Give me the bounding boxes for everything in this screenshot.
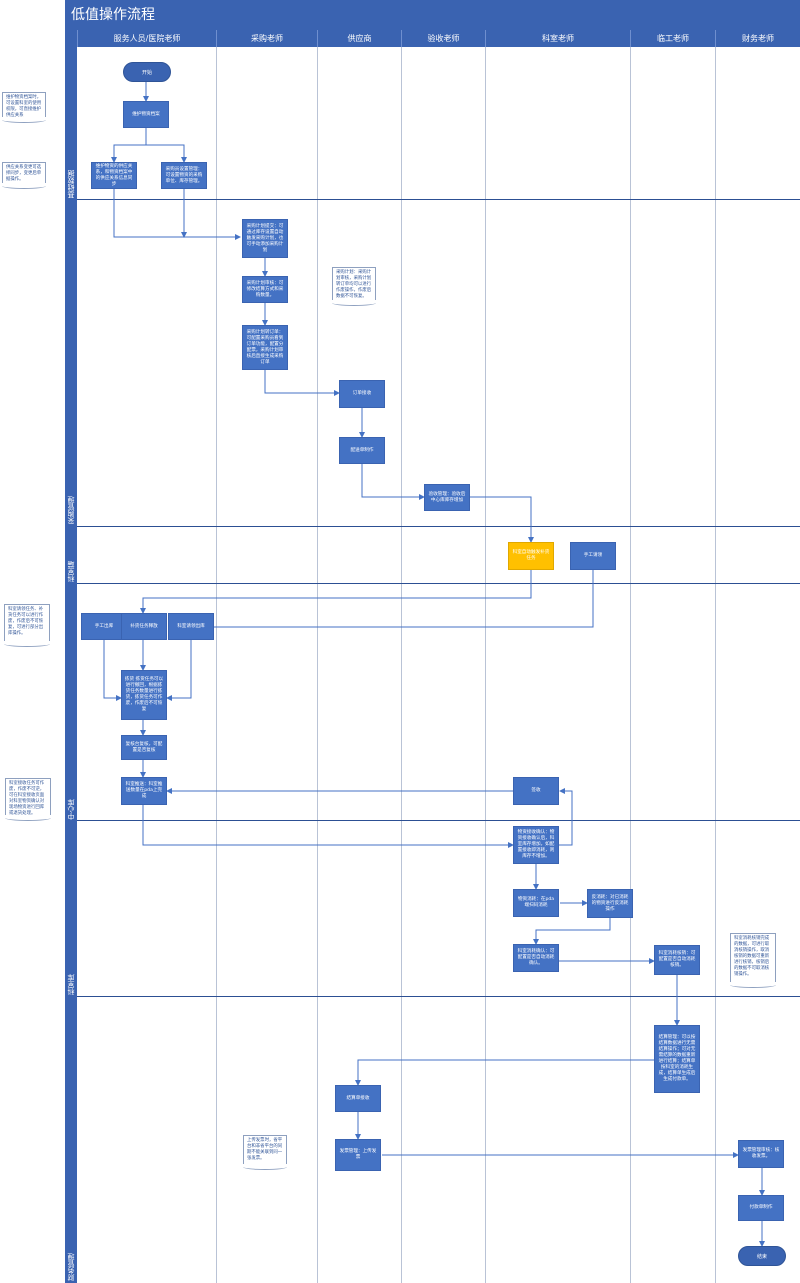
lane-strip: [65, 30, 77, 1283]
process-step: 结算管理：可以按结算数据进行无需结算操作；可对无需结算的数据重新进行结算；结算单…: [654, 1025, 700, 1093]
column-divider: [317, 47, 318, 1283]
column-divider: [401, 47, 402, 1283]
process-step: 手工请领: [570, 542, 616, 570]
process-step: 物资消耗：在pda端扫码消耗: [513, 889, 559, 917]
column-divider: [485, 47, 486, 1283]
lane-label: 采购管理: [67, 496, 75, 524]
process-step: 科室消耗核销：可配置是否自动消耗核销。: [654, 945, 700, 975]
annotation-note: 科室接收任务可作废，作废不可逆，可在科室接收页面对科室物资确认对现场物资进行回库…: [5, 778, 51, 821]
process-step: 配送单制作: [339, 437, 385, 464]
column-header: 服务人员/医院老师: [77, 30, 216, 47]
process-step: 拣货 拣货任务可以进行撤回，根据拣货任务数量进行拣货，拣货任务可作废，作废后不可…: [121, 670, 167, 720]
lane-divider: [77, 996, 800, 997]
process-step: 复核台复核，可配置是否复核: [121, 735, 167, 760]
process-step: 发票管理：上传发票: [335, 1139, 381, 1171]
lane-label: 基础数据: [67, 170, 75, 198]
column-header: 科室老师: [485, 30, 630, 47]
process-step: 维护物资的供应关系，和物资档案中的供应关系信息同步: [91, 162, 137, 189]
process-step: 签收: [513, 777, 559, 805]
process-step: 结算单接收: [335, 1085, 381, 1112]
annotation-note: 上传发票时，省平台和非省平台的同期不能关联到同一张发票。: [243, 1135, 287, 1170]
process-step: 维护物资档案: [123, 101, 169, 128]
annotation-note: 科室请领任务、补货任务可以进行作废，作废后不可恢复，可进行部分出库操作。: [4, 604, 50, 647]
annotation-note: 供应关系变更可选择同步，变更后单据操作。: [2, 162, 46, 189]
annotation-note: 维护物资档案时，可设置科室的使用权限，可直接维护供应关系: [2, 92, 46, 123]
lane-divider: [77, 583, 800, 584]
lane-label: 科室端: [67, 561, 75, 582]
process-step: 采购员设置管理：可设置物资的采购单位、库存管理。: [161, 162, 207, 189]
process-step: 付款单制作: [738, 1195, 784, 1221]
column-header: 验收老师: [401, 30, 485, 47]
start-terminator: 开始: [123, 62, 171, 82]
process-step: 科室推送：科室推送数量在pda上完成: [121, 777, 167, 805]
column-header: 临工老师: [630, 30, 715, 47]
column-divider: [216, 47, 217, 1283]
column-divider: [630, 47, 631, 1283]
process-step: 采购计划审核：可修改结算方式和采购数量。: [242, 276, 288, 303]
process-step: 科室消耗确认：可配置是否自动消耗确认。: [513, 944, 559, 972]
process-step: 科室请领出库: [168, 613, 214, 640]
lane-label: 中心库: [67, 799, 75, 820]
process-step: 补货任务释放: [121, 613, 167, 640]
process-step: 物资接收确认：物资接收确认后，科室库存增加，如配置接收即消耗，则库存不增加。: [513, 826, 559, 864]
lane-divider: [77, 820, 800, 821]
lane-divider: [77, 526, 800, 527]
column-divider: [715, 47, 716, 1283]
lane-label: 科室库: [67, 974, 75, 995]
page-title: 低值操作流程: [65, 0, 800, 30]
annotation-note: 采购计划：采购计划审核，采购计划转订单均可以进行作废操作，作废后数据不可恢复。: [332, 267, 376, 306]
process-step-highlighted: 科室自动触发补货任务: [508, 542, 554, 570]
column-header: 财务老师: [715, 30, 800, 47]
column-header: 采购老师: [216, 30, 317, 47]
process-step: 手工出库: [81, 613, 127, 640]
lane-label: 财务管理: [67, 1253, 75, 1281]
annotation-note: 科室消耗核销完成的数据，可进行取消核销操作，取消核销的数据可重新进行核销，核销后…: [730, 933, 776, 988]
end-terminator: 结束: [738, 1246, 786, 1266]
process-step: 采购计划转订单：可配置采购员看到订单功能，配置分配票，采购计划审核后直接生成采购…: [242, 325, 288, 370]
lane-divider: [77, 199, 800, 200]
process-step: 反消耗：对已消耗的物资进行反消耗操作: [587, 889, 633, 918]
process-step: 验收管理：验收后中心库库存增加: [424, 484, 470, 511]
process-step: 发票管理审核：核收发票。: [738, 1140, 784, 1168]
process-step: 订单接收: [339, 380, 385, 408]
column-header: 供应商: [317, 30, 401, 47]
process-step: 采购计划提交：可通过库存设置自动触发采购计划，也可手动添加采购计划: [242, 219, 288, 258]
